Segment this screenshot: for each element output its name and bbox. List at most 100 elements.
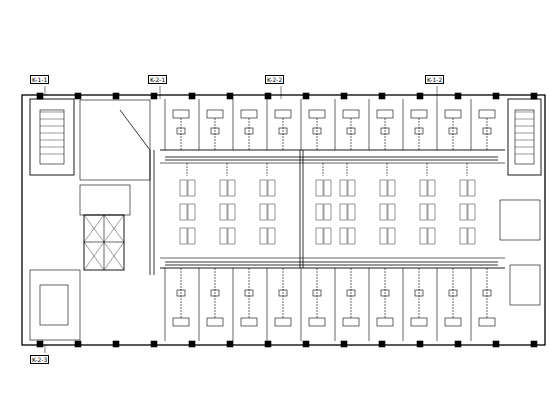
plan-stroke xyxy=(341,93,347,99)
plan-stroke xyxy=(245,290,253,296)
plan-stroke xyxy=(381,128,389,134)
plan-stroke xyxy=(460,228,467,244)
plan-stroke xyxy=(207,318,223,326)
plan-stroke xyxy=(381,290,389,296)
plan-stroke xyxy=(301,268,302,341)
plan-stroke xyxy=(420,204,427,220)
plan-stroke xyxy=(403,99,404,150)
plan-stroke xyxy=(37,341,43,347)
plan-stroke xyxy=(341,341,347,347)
plan-stroke xyxy=(449,128,457,134)
plan-stroke xyxy=(388,204,395,220)
plan-stroke xyxy=(188,228,195,244)
plan-stroke xyxy=(483,128,491,134)
plan-stroke xyxy=(227,93,233,99)
plan-stroke xyxy=(316,228,323,244)
plan-stroke xyxy=(411,110,427,118)
plan-stroke xyxy=(531,93,537,99)
plan-stroke xyxy=(275,318,291,326)
plan-stroke xyxy=(380,180,387,196)
plan-stroke xyxy=(471,99,472,150)
plan-stroke xyxy=(347,290,355,296)
plan-stroke xyxy=(267,163,268,176)
plan-stroke xyxy=(449,290,457,296)
plan-stroke xyxy=(241,110,257,118)
plan-stroke xyxy=(428,228,435,244)
plan-stroke xyxy=(189,93,195,99)
plan-stroke xyxy=(187,163,188,176)
plan-stroke xyxy=(260,180,267,196)
plan-stroke xyxy=(428,180,435,196)
plan-stroke xyxy=(268,228,275,244)
plan-stroke xyxy=(343,110,359,118)
plan-stroke xyxy=(245,128,253,134)
plan-stroke xyxy=(460,204,467,220)
plan-stroke xyxy=(241,318,257,326)
plan-stroke xyxy=(228,180,235,196)
plan-stroke xyxy=(189,341,195,347)
callout-tag: K-1-2 xyxy=(425,75,444,84)
plan-stroke xyxy=(40,119,64,120)
plan-stroke xyxy=(268,180,275,196)
plan-stroke xyxy=(228,204,235,220)
plan-stroke xyxy=(215,268,216,318)
plan-stroke xyxy=(40,112,64,113)
plan-stroke xyxy=(260,228,267,244)
plan-stroke xyxy=(427,163,428,176)
plan-stroke xyxy=(316,180,323,196)
plan-stroke xyxy=(260,204,267,220)
plan-stroke xyxy=(165,99,166,150)
plan-stroke xyxy=(233,99,234,150)
plan-stroke xyxy=(45,86,46,95)
plan-stroke xyxy=(515,112,534,113)
plan-stroke xyxy=(335,99,336,150)
plan-stroke xyxy=(316,204,323,220)
plan-stroke xyxy=(309,318,325,326)
plan-stroke xyxy=(275,110,291,118)
plan-stroke xyxy=(455,93,461,99)
plan-stroke xyxy=(471,268,472,341)
plan-stroke xyxy=(417,93,423,99)
plan-stroke xyxy=(279,128,287,134)
plan-stroke xyxy=(40,140,64,141)
plan-stroke xyxy=(369,99,370,150)
plan-stroke xyxy=(199,99,200,150)
plan-stroke xyxy=(403,268,404,341)
plan-stroke xyxy=(348,204,355,220)
plan-stroke xyxy=(279,290,287,296)
plan-stroke xyxy=(387,163,388,176)
plan-stroke xyxy=(445,110,461,118)
plan-stroke xyxy=(437,268,438,341)
plan-stroke xyxy=(445,318,461,326)
plan-stroke xyxy=(173,318,189,326)
plan-stroke xyxy=(207,110,223,118)
plan-stroke xyxy=(227,163,228,176)
plan-stroke xyxy=(415,290,423,296)
plan-stroke xyxy=(479,110,495,118)
plan-stroke xyxy=(493,93,499,99)
callout-tag: K-2-3 xyxy=(30,355,49,364)
plan-stroke xyxy=(388,180,395,196)
plan-stroke xyxy=(453,268,454,318)
plan-stroke xyxy=(151,93,157,99)
plan-stroke xyxy=(113,93,119,99)
plan-stroke xyxy=(379,341,385,347)
plan-stroke xyxy=(380,204,387,220)
plan-stroke xyxy=(281,86,282,99)
plan-stroke xyxy=(173,110,189,118)
plan-stroke xyxy=(188,180,195,196)
plan-stroke xyxy=(468,228,475,244)
plan-stroke xyxy=(348,180,355,196)
plan-stroke xyxy=(515,154,534,155)
plan-stroke xyxy=(467,163,468,176)
plan-stroke xyxy=(211,290,219,296)
plan-stroke xyxy=(515,133,534,134)
plan-stroke xyxy=(468,180,475,196)
plan-stroke xyxy=(40,154,64,155)
plan-stroke xyxy=(165,268,166,341)
plan-stroke xyxy=(303,93,309,99)
plan-stroke xyxy=(420,180,427,196)
plan-stroke xyxy=(75,93,81,99)
plan-stroke xyxy=(377,318,393,326)
plan-stroke xyxy=(181,268,182,318)
